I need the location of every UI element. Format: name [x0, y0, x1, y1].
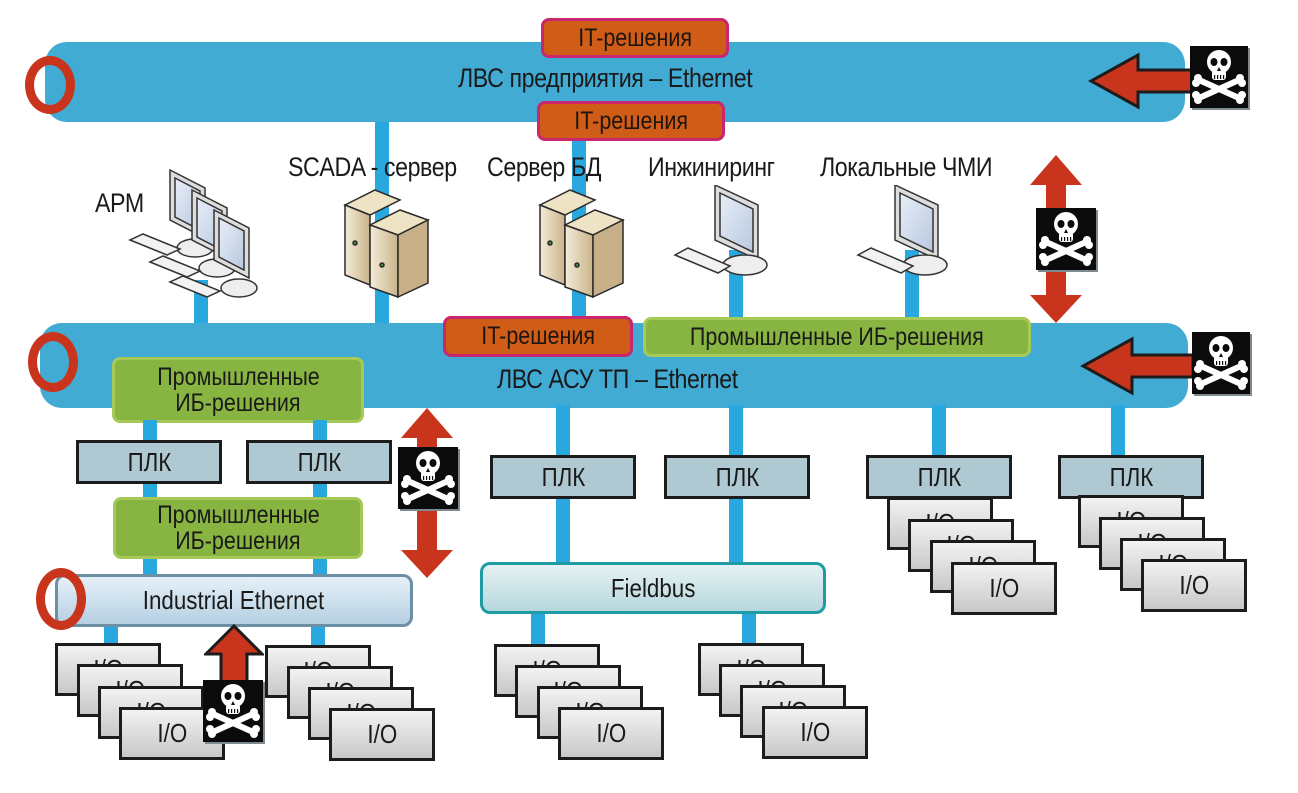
- plc-6: ПЛК: [1058, 455, 1204, 499]
- workstations-icon: [128, 168, 258, 298]
- device-label-db: Сервер БД: [487, 152, 602, 182]
- plc-label: ПЛК: [127, 446, 171, 477]
- industrial-ethernet-segment: Industrial Ethernet: [55, 574, 413, 627]
- industrial-security-line1: Промышленные: [156, 363, 320, 391]
- device-label-engineering: Инжиниринг: [648, 152, 775, 182]
- fieldbus-label: Fieldbus: [610, 572, 696, 603]
- wire-plc-6: [1111, 405, 1125, 460]
- local-hmi-icon: [856, 185, 948, 276]
- scada-server-icon: [343, 189, 430, 299]
- plc-2: ПЛК: [246, 440, 392, 484]
- wire-plc-5: [932, 405, 946, 460]
- industrial-ethernet-ring-icon: [36, 568, 86, 630]
- plc-3: ПЛК: [490, 455, 636, 499]
- device-label-scada: SCADA - сервер: [288, 152, 457, 182]
- skull-crossbones-icon: [203, 680, 263, 742]
- plc-4: ПЛК: [664, 455, 810, 499]
- acs-lan-label: ЛВС АСУ ТП – Ethernet: [497, 364, 738, 394]
- industrial-security-badge-lower: Промышленные ИБ-решения: [113, 497, 363, 559]
- io-module: I/O: [762, 706, 868, 759]
- industrial-security-badge-left: Промышленные ИБ-решения: [112, 357, 364, 423]
- threat-arrow-acs: [1080, 336, 1195, 396]
- enterprise-lan-ring-icon: [25, 56, 75, 114]
- engineering-workstation-icon: [673, 185, 768, 276]
- device-label-local-hmi: Локальные ЧМИ: [820, 152, 993, 182]
- plc-label: ПЛК: [297, 446, 341, 477]
- io-module: I/O: [951, 562, 1057, 615]
- io-module: I/O: [1141, 559, 1247, 612]
- it-solutions-badge-acs: IT-решения: [443, 316, 633, 357]
- industrial-security-label: Промышленные ИБ-решения: [690, 323, 984, 351]
- io-module: I/O: [329, 708, 435, 761]
- skull-crossbones-icon: [1190, 46, 1248, 108]
- it-solutions-badge-bottom: IT-решения: [537, 101, 725, 141]
- industrial-security-line2: ИБ-решения: [175, 527, 301, 555]
- device-label-arm: АРМ: [95, 188, 144, 218]
- plc-label: ПЛК: [917, 461, 961, 492]
- threat-arrow-enterprise: [1088, 52, 1198, 110]
- skull-crossbones-icon: [398, 447, 458, 509]
- it-solutions-label: IT-решения: [574, 106, 688, 135]
- it-solutions-badge-top: IT-решения: [541, 18, 729, 58]
- industrial-security-badge-wide: Промышленные ИБ-решения: [643, 317, 1031, 357]
- plc-label: ПЛК: [1109, 461, 1153, 492]
- it-solutions-label: IT-решения: [578, 23, 692, 52]
- plc-label: ПЛК: [715, 461, 759, 492]
- enterprise-lan-label: ЛВС предприятия – Ethernet: [458, 63, 753, 93]
- plc-1: ПЛК: [76, 440, 222, 484]
- fieldbus-segment: Fieldbus: [480, 562, 826, 614]
- acs-lan-ring-icon: [28, 332, 78, 392]
- db-server-icon: [538, 189, 625, 299]
- industrial-security-line2: ИБ-решения: [175, 389, 301, 417]
- skull-crossbones-icon: [1036, 208, 1096, 270]
- it-solutions-label: IT-решения: [481, 322, 595, 350]
- skull-crossbones-icon: [1192, 332, 1250, 394]
- io-module: I/O: [558, 707, 664, 760]
- industrial-security-line1: Промышленные: [156, 501, 320, 529]
- threat-arrow-industrial-ethernet: [204, 624, 264, 684]
- plc-5: ПЛК: [866, 455, 1012, 499]
- plc-label: ПЛК: [541, 461, 585, 492]
- industrial-ethernet-label: Industrial Ethernet: [143, 585, 325, 615]
